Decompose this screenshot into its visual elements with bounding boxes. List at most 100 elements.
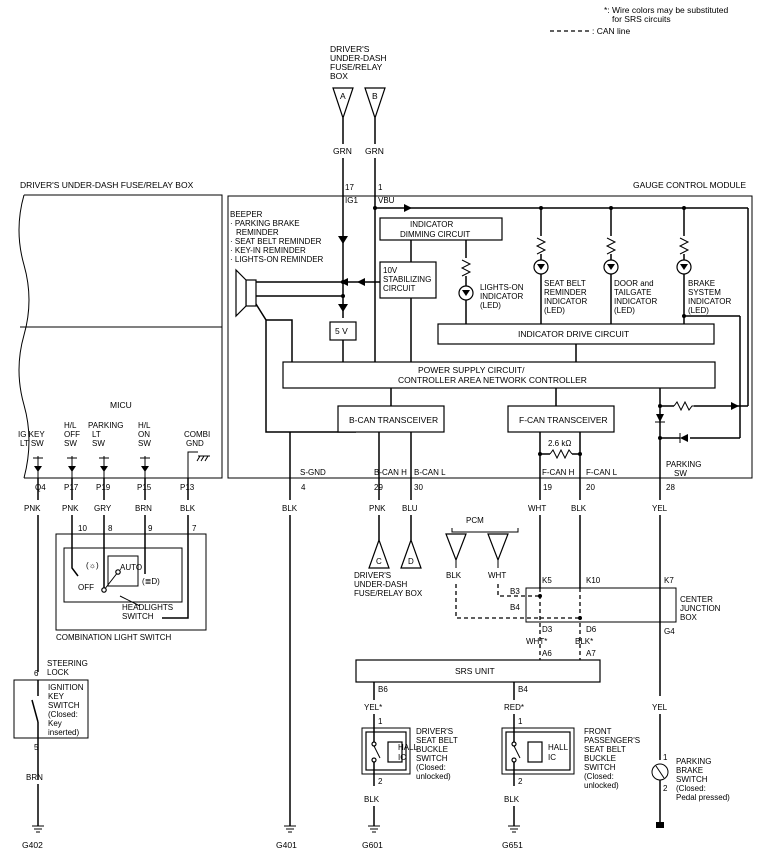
hl-on-label: H/L <box>138 421 151 430</box>
wire-yel: YEL <box>652 504 668 513</box>
pbrake-label-5: Pedal pressed) <box>676 793 730 802</box>
diode-icon <box>656 414 664 422</box>
srs-unit-box <box>355 659 601 683</box>
gcm-vbu: VBU <box>378 196 395 205</box>
driver-buckle-switch: 1 HALL IC 2 DRIVER'S SEAT BELT BUCKLE SW… <box>361 717 458 826</box>
hl-on-label-2: ON <box>138 430 150 439</box>
gauge-title: GAUGE CONTROL MODULE <box>633 180 746 190</box>
pcm-wire-blk: BLK <box>446 571 462 580</box>
drive-circuit-label: INDICATOR DRIVE CIRCUIT <box>518 329 629 339</box>
legend-wire-note-1: *: Wire colors may be substituted <box>604 5 729 15</box>
hl-on-label-3: SW <box>138 439 151 448</box>
hl-off-label-2: OFF <box>64 430 80 439</box>
hl-off-label: H/L <box>64 421 77 430</box>
gcm-pin-1: 1 <box>378 183 383 192</box>
wire-yel-bottom: YEL <box>652 703 668 712</box>
off-label: OFF <box>78 583 94 592</box>
bcan-transceiver-box <box>337 405 445 433</box>
brake-ind-label-3: INDICATOR <box>688 297 731 306</box>
headlights-switch-label: HEADLIGHTS <box>122 603 173 612</box>
drv-buckle-label: DRIVER'S <box>416 727 453 736</box>
ign-key-label-3: SWITCH <box>48 701 80 710</box>
drv-buckle-label-5: (Closed: <box>416 763 446 772</box>
wire-red-star: RED* <box>504 703 524 712</box>
pas-buckle-label-4: BUCKLE <box>584 754 616 763</box>
dimming-circuit-box <box>379 217 503 241</box>
ground-g651: G651 <box>502 840 523 850</box>
pas-buckle-pin-2: 2 <box>518 777 523 786</box>
door-ind-label-4: (LED) <box>614 306 635 315</box>
five-volt-label: 5 V <box>335 326 348 336</box>
gcm-pin-28: 28 <box>666 483 675 492</box>
gcm-pin-20: 20 <box>586 483 595 492</box>
connector-c-icon <box>368 538 390 569</box>
cjb-wire-wht: WHT* <box>526 637 547 646</box>
cjb-pin-k10: K10 <box>586 576 601 585</box>
wire-blu: BLU <box>402 504 418 513</box>
wire-blk: BLK <box>180 504 196 513</box>
pbrake-label-4: (Closed: <box>676 784 706 793</box>
hl-off-label-3: SW <box>64 439 77 448</box>
bottom-fuse-connectors: C D DRIVER'S UNDER-DASH FUSE/RELAY BOX <box>354 538 423 598</box>
beeper-label-5: · KEY-IN REMINDER <box>230 246 306 255</box>
legend-wire-note-2: for SRS circuits <box>612 14 671 24</box>
ig-key-label-2: LT SW <box>20 439 44 448</box>
dimming-label: INDICATOR <box>410 220 453 229</box>
seat-belt-ind-label-4: (LED) <box>544 306 565 315</box>
cjb-pin-b3: B3 <box>510 587 520 596</box>
drv-hall-label-2: IC <box>398 753 406 762</box>
diode-icon <box>338 304 348 312</box>
pcm-label: PCM <box>466 516 484 525</box>
wire-brn: BRN <box>135 504 152 513</box>
drv-hall-label: HALL <box>398 743 419 752</box>
brake-ind-label-4: (LED) <box>688 306 709 315</box>
gcm-pin-30: 30 <box>414 483 423 492</box>
pas-buckle-label: FRONT <box>584 727 612 736</box>
gauge-control-module: GAUGE CONTROL MODULE 17 IG1 1 VBU BEEPER… <box>227 180 753 492</box>
wire-brn-bottom: BRN <box>26 773 43 782</box>
door-ind-label-3: INDICATOR <box>614 297 657 306</box>
pbrake-label: PARKING <box>676 757 711 766</box>
wire-grn-b: GRN <box>365 146 384 156</box>
fuse-top-label-3: FUSE/RELAY <box>330 62 383 72</box>
connector-a-label: A <box>340 91 346 101</box>
park-lt-label-2: LT <box>92 430 101 439</box>
fcan-l-label: F-CAN L <box>586 468 618 477</box>
beeper-speaker-icon <box>245 279 257 307</box>
wire-pnk: PNK <box>369 504 386 513</box>
pcm-wire-wht: WHT <box>488 571 506 580</box>
srs-pin-b6: B6 <box>378 685 388 694</box>
gcm-output-wires: BLK PNK BLU WHT BLK YEL <box>282 478 668 826</box>
combo-pin-7: 7 <box>192 524 197 533</box>
drv-buckle-pin-1: 1 <box>378 717 383 726</box>
sgnd-label: S-GND <box>300 468 326 477</box>
wire-gry: GRY <box>94 504 112 513</box>
combi-gnd-label: COMBI <box>184 430 210 439</box>
gcm-ig1: IG1 <box>345 196 358 205</box>
fuse-top-label-4: BOX <box>330 71 348 81</box>
bcan-label: B-CAN TRANSCEIVER <box>349 415 438 425</box>
bcan-h-label: B-CAN H <box>374 468 407 477</box>
stab-label: 10V <box>383 266 398 275</box>
ig-key-label: IG KEY <box>18 430 45 439</box>
diode-icon <box>141 466 149 472</box>
steering-pin-5: 5 <box>34 743 39 752</box>
park-lt-label-3: SW <box>92 439 105 448</box>
wire-pnk: PNK <box>24 504 41 513</box>
combination-switch-title: COMBINATION LIGHT SWITCH <box>56 633 171 642</box>
drv-buckle-label-4: SWITCH <box>416 754 448 763</box>
wire-wht: WHT <box>528 504 546 513</box>
combo-pin-9: 9 <box>148 524 153 533</box>
park-lt-label: PARKING <box>88 421 123 430</box>
cjb-pin-d6: D6 <box>586 625 597 634</box>
fcan-label: F-CAN TRANSCEIVER <box>519 415 608 425</box>
gcm-pin-4: 4 <box>301 483 306 492</box>
beeper-cone-icon <box>235 268 247 318</box>
cjb-wire-blk: BLK* <box>575 637 593 646</box>
srs-pin-b4: B4 <box>518 685 528 694</box>
pas-hall-label: HALL <box>548 743 569 752</box>
left-fuse-box: DRIVER'S UNDER-DASH FUSE/RELAY BOX MICU … <box>18 180 223 672</box>
pas-buckle-pin-1: 1 <box>518 717 523 726</box>
fuse-top-label-1: DRIVER'S <box>330 44 370 54</box>
